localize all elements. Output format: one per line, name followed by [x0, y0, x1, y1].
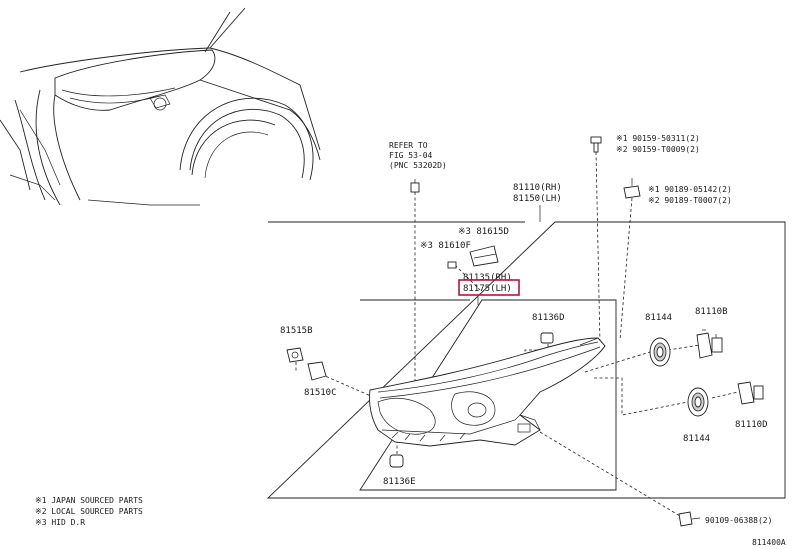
top-bolt-90159 [590, 136, 602, 153]
bulb-81110B [696, 329, 723, 359]
screw-90109 [678, 511, 701, 527]
bolt-top-label-2[interactable]: ※2 90159-T0009(2) [616, 145, 700, 154]
part-81135-label[interactable]: 81135(RH) [463, 273, 512, 283]
bulb-81110D [737, 381, 764, 405]
highlight-box [458, 279, 520, 296]
clip-label-2[interactable]: ※2 90189-T0007(2) [648, 196, 732, 205]
cap-81136D [540, 332, 554, 344]
drawing-code: 811400A [752, 538, 786, 547]
nut-81515B [286, 347, 304, 363]
refer-label-line1: REFER TO [389, 141, 428, 150]
part-81136E-label[interactable]: 81136E [383, 477, 416, 487]
part-81144-bottom-label[interactable]: 81144 [683, 434, 710, 444]
cap-81136E [389, 454, 404, 468]
refer-bolt [410, 179, 420, 193]
socket-81615D [469, 245, 499, 267]
headlamp-unit [369, 337, 606, 447]
clip-90189 [623, 178, 641, 199]
screw-bottom-label[interactable]: 90109-06388(2) [705, 516, 772, 525]
part-81110D-label[interactable]: 81110D [735, 420, 768, 430]
assy-rh-label[interactable]: 81110(RH) [513, 183, 562, 193]
legend-note-3: ※3 HID D.R [35, 518, 85, 527]
part-81144-top-label[interactable]: 81144 [645, 313, 672, 323]
part-81610F-label[interactable]: ※3 81610F [420, 241, 471, 251]
screw-dash-line [539, 431, 681, 517]
bolt-top-label-1[interactable]: ※1 90159-50311(2) [616, 134, 700, 143]
bolt-dash-line [595, 151, 601, 346]
reflector-dash-line [315, 371, 381, 401]
refer-label-line3: (PNC 53202D) [389, 161, 447, 170]
assy-lh-label[interactable]: 81150(LH) [513, 194, 562, 204]
bulb-b-dash-line [667, 344, 701, 351]
seal-top-dash-line [584, 351, 651, 373]
part-81510C-label[interactable]: 81510C [304, 388, 337, 398]
part-81615D-label[interactable]: ※3 81615D [458, 227, 509, 237]
reflector-81510C [307, 361, 327, 381]
seal-bottom-dash-line [594, 377, 689, 416]
clip-dash-line [619, 197, 633, 341]
clip-label-1[interactable]: ※1 90189-05142(2) [648, 185, 732, 194]
assembly-outline-box [266, 221, 786, 499]
part-81110B-label[interactable]: 81110B [695, 307, 728, 317]
socket-dash-line [454, 264, 481, 291]
bulb-81610F [447, 261, 457, 269]
part-81136D-label[interactable]: 81136D [532, 313, 565, 323]
part-81175-label[interactable]: 81175(LH) [463, 284, 512, 294]
legend-note-1: ※1 JAPAN SOURCED PARTS [35, 496, 143, 505]
part-81515B-label[interactable]: 81515B [280, 326, 313, 336]
car-front-illustration [0, 7, 321, 206]
seal-81144-bottom [687, 387, 709, 417]
seal-81144-top [649, 337, 671, 367]
legend-note-2: ※2 LOCAL SOURCED PARTS [35, 507, 143, 516]
bulb-d-dash-line [711, 391, 739, 399]
refer-label-line2: FIG 53-04 [389, 151, 433, 160]
